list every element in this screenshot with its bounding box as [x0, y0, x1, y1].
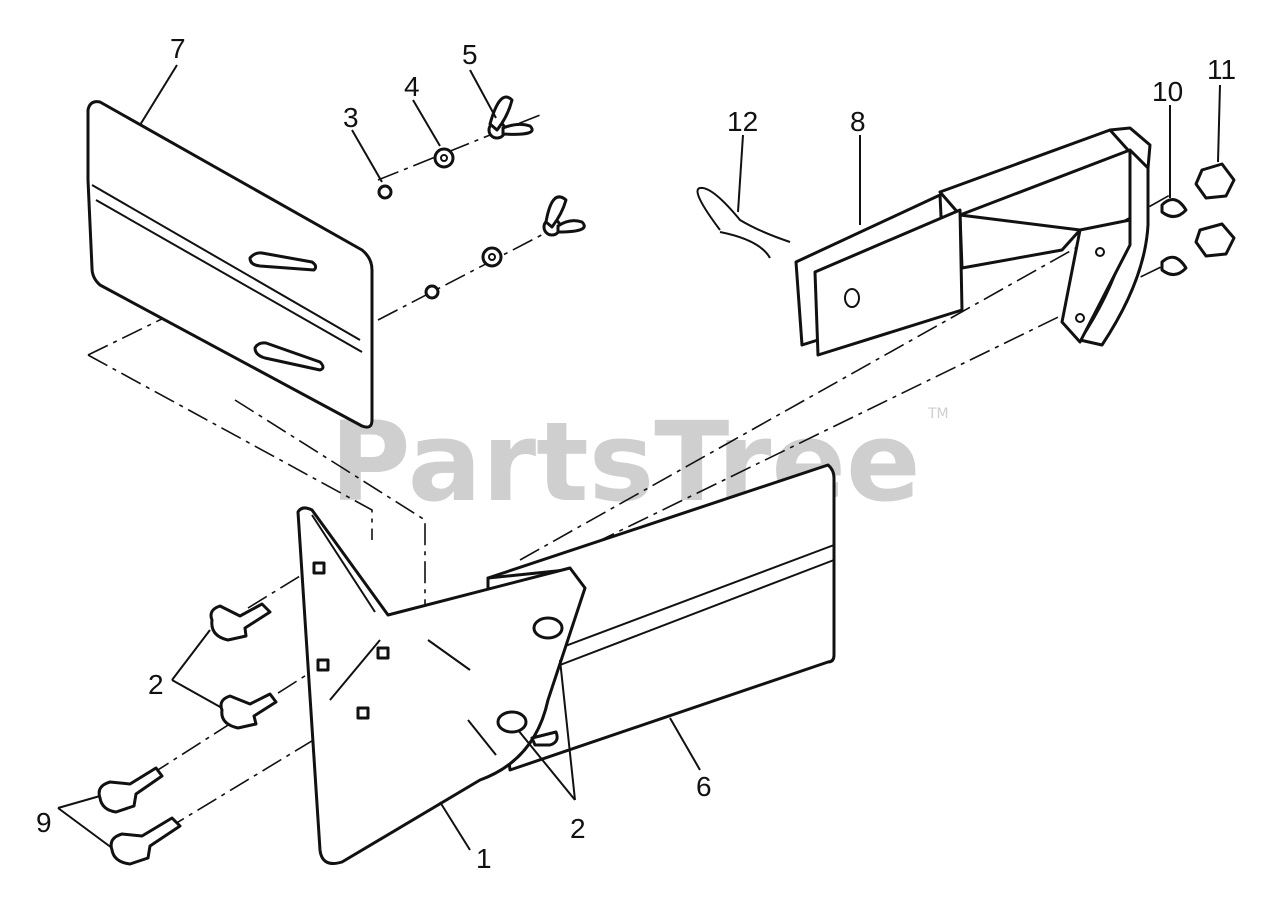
callout-11: 11: [1207, 54, 1236, 85]
hardware-10-11: [1160, 162, 1236, 276]
callout-2-right: 2: [570, 813, 586, 844]
callout-6: 6: [696, 771, 712, 802]
part-8-bracket: [794, 126, 1152, 357]
callout-9: 9: [36, 807, 52, 838]
callout-2-left: 2: [148, 669, 164, 700]
callout-3: 3: [343, 102, 359, 133]
part-2-bolts: [209, 602, 278, 730]
callout-8: 8: [850, 106, 866, 137]
part-7-plate: [86, 100, 374, 429]
part-1-main-plate: [296, 506, 587, 865]
callout-10: 10: [1152, 76, 1183, 107]
watermark-trademark: TM: [927, 406, 949, 422]
callout-12: 12: [727, 106, 758, 137]
callout-4: 4: [404, 71, 420, 102]
part-9-carriage-bolts: [97, 766, 182, 866]
callout-labels: 7 3 4 5 12 8 10 11 2 9 6 1 2: [36, 33, 1236, 874]
callout-5: 5: [462, 39, 478, 70]
leader-lines: [57, 64, 1221, 851]
hardware-lower-row: [424, 195, 586, 300]
callout-7: 7: [170, 33, 186, 64]
part-12-hitch-pin: [696, 186, 791, 259]
callout-1: 1: [476, 843, 492, 874]
hardware-upper-row: [377, 95, 534, 200]
